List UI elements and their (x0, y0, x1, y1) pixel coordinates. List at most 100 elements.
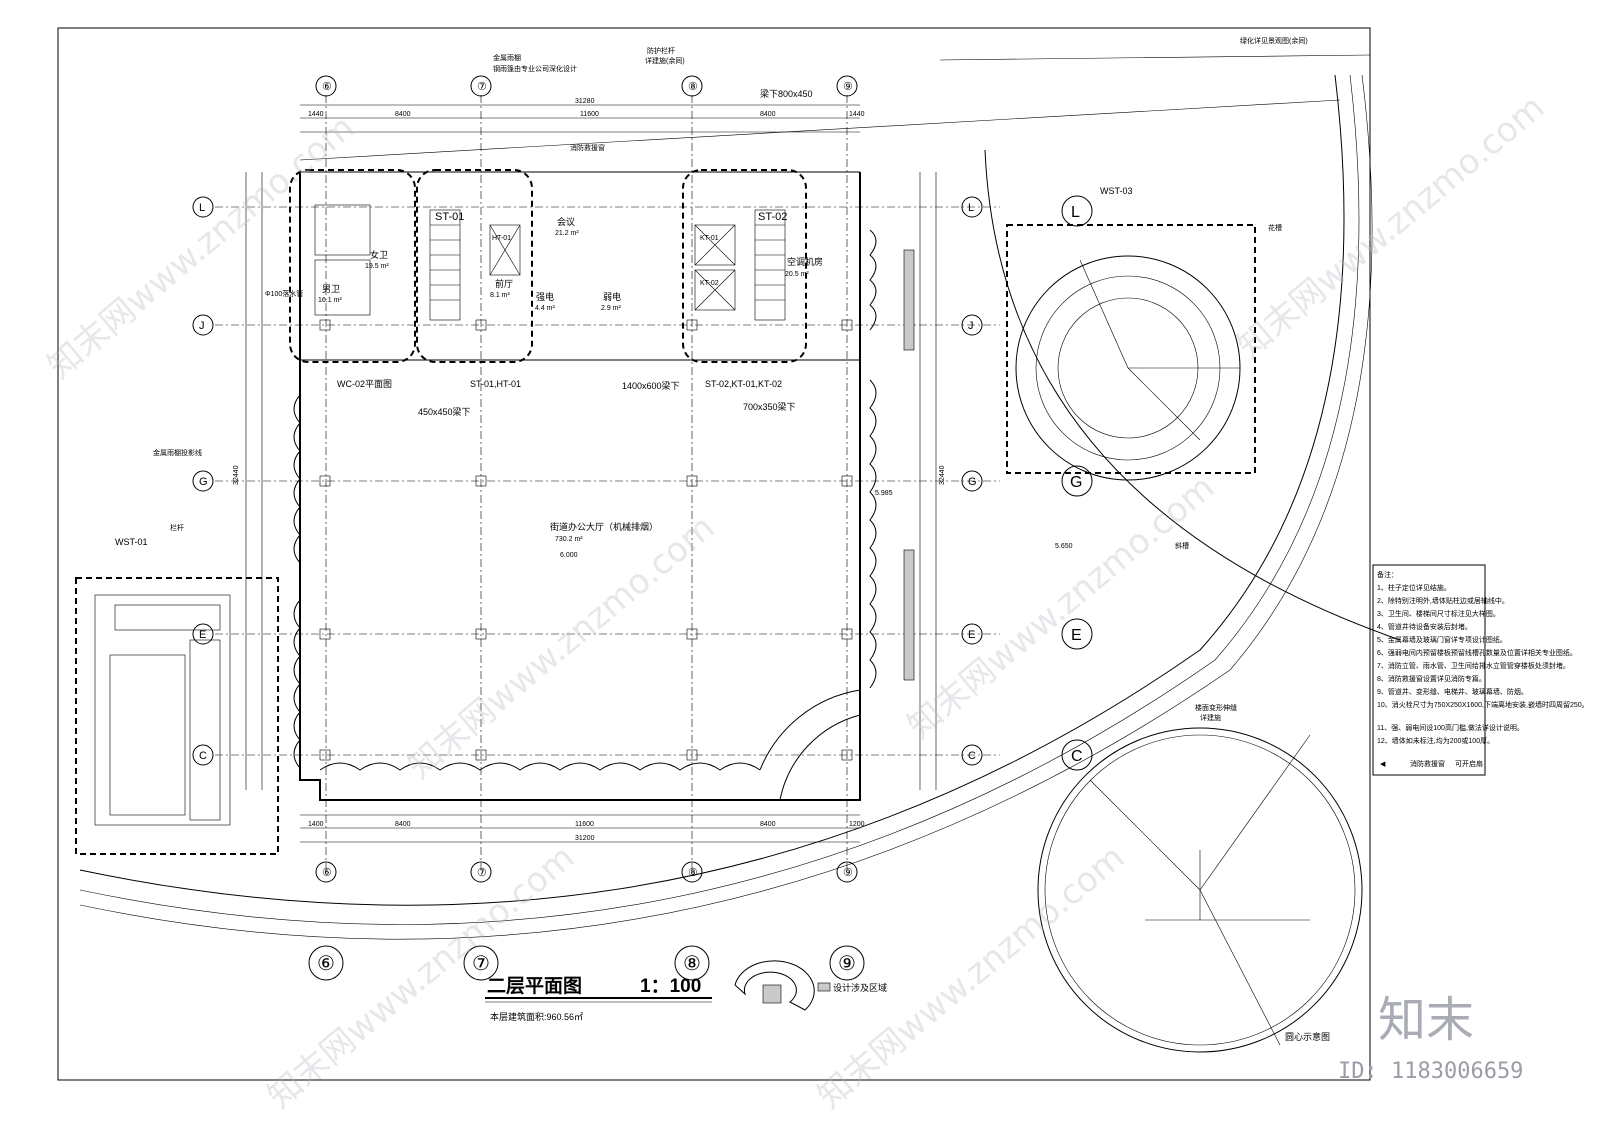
room-name: 街道办公大厅（机械排烟） (550, 521, 658, 532)
detail-tag: WST-03 (1100, 186, 1133, 196)
drawing-title: 二层平面图 (487, 975, 582, 997)
dim-bottom-overall: 31200 (575, 835, 595, 842)
stair-tag: HT-01 (492, 235, 511, 242)
room-area: 19.5 m² (365, 263, 389, 270)
annotation: 450x450梁下 (418, 406, 471, 417)
area-note: 本层建筑面积:960.56㎡ (490, 1011, 583, 1022)
circle-caption: 圆心示意图 (1285, 1031, 1330, 1042)
annotation: 消防救援窗 (570, 143, 605, 152)
drawing-scale: 1：100 (640, 976, 701, 997)
annotation: 楼面变形伸缝 (1195, 703, 1237, 712)
sheet-frame (57, 27, 1371, 1081)
watermark-text: 知末网www.znzmo.com (810, 837, 1132, 1116)
room-area: 21.2 m² (555, 230, 579, 237)
dim-left-overall: 32440 (233, 465, 240, 485)
stair-tag: ST-02 (758, 211, 787, 223)
notes-panel: 备注： 1、柱子定位详见结施。 2、除特别注明外,墙体贴柱边或居轴线中。 3、卫… (1372, 564, 1589, 776)
axis-label-L-far: L (1071, 204, 1080, 221)
stair-tag: ST-01 (435, 211, 464, 223)
image-id: ID: 1183006659 (1338, 1059, 1523, 1084)
axis-label-E-right: E (968, 629, 975, 641)
watermarks: 知末网www.znzmo.com 知末网www.znzmo.com 知末网www… (40, 87, 1552, 1116)
annotation: 详建施(余同) (645, 56, 685, 65)
dim-top-5: 1440 (849, 111, 865, 118)
axis-label-9-top: ⑨ (843, 81, 853, 93)
watermark-text: 知末网www.znzmo.com (400, 507, 722, 786)
room-area: 730.2 m² (555, 536, 583, 543)
room-name: 空调机房 (787, 256, 823, 267)
room-labels: 女卫 19.5 m² 男卫 16.1 m² 会议 21.2 m² 前厅 8.1 … (318, 216, 823, 543)
watermark-text: 知末网www.znzmo.com (900, 467, 1222, 746)
axis-label-8-top: ⑧ (688, 81, 698, 93)
dim-bottom-5: 1200 (849, 821, 865, 828)
dim-bottom-3: 11600 (575, 821, 594, 828)
axis-label-G-far: G (1070, 474, 1082, 491)
detail-tag: WC-02平面图 (337, 379, 392, 389)
room-name: 强电 (536, 291, 554, 302)
note-line: 9、管道井、变形缝、电梯井、玻璃幕墙、防烟。 (1377, 687, 1528, 696)
dim-bottom-2: 8400 (395, 821, 411, 828)
room-area: 20.5 m² (785, 271, 809, 278)
axis-label-8-large: ⑧ (683, 953, 701, 975)
note-line: 12、墙体如未标注,均为200或100厚。 (1377, 736, 1494, 745)
room-name: 弱电 (603, 291, 621, 302)
watermark-text: 知末网www.znzmo.com (40, 107, 362, 386)
dim-top-overall: 31280 (575, 98, 595, 105)
annotation: 金属雨棚 (493, 53, 521, 62)
annotation: 斜槽 (1175, 541, 1189, 550)
title-block: 二层平面图 1：100 本层建筑面积:960.56㎡ 设计涉及区域 圆心示意图 (485, 975, 1330, 1042)
axis-label-C-left: C (199, 750, 207, 762)
legend-symbol: ◀ (1380, 761, 1386, 768)
annotation: 700x350梁下 (743, 401, 796, 412)
annotation: 5.985 (875, 490, 893, 497)
axis-bubbles (192, 75, 1093, 981)
notes-title: 备注： (1377, 570, 1398, 579)
room-name: 前厅 (495, 278, 513, 289)
hatched-column-strip (903, 249, 915, 681)
stair-tag: KT-01 (700, 235, 719, 242)
annotation: 钢雨篷由专业公司深化设计 (493, 64, 577, 73)
stair-tags: ST-01 ST-02 HT-01 KT-01 KT-02 WST-01 WST… (115, 186, 1133, 547)
note-line: 6、强弱电间内预留楼板预留线槽孔数量及位置详相关专业图纸。 (1377, 648, 1577, 657)
axis-label-8-bottom: ⑧ (688, 867, 698, 879)
axis-label-6-large: ⑥ (317, 953, 335, 975)
annotation: 金属雨棚投影线 (153, 448, 202, 457)
note-line: 1、柱子定位详见结施。 (1377, 583, 1451, 592)
detail-tag: WST-01 (115, 537, 148, 547)
room-area: 4.4 m² (535, 305, 556, 312)
dim-bottom-1: 1400 (308, 821, 324, 828)
annotation: 花槽 (1268, 223, 1282, 232)
room-name: 会议 (557, 216, 575, 227)
dim-right-overall: 32440 (939, 465, 946, 485)
legend-note: 可开启扇 (1455, 759, 1483, 768)
room-area: 8.1 m² (490, 292, 511, 299)
note-line: 10、消火栓尺寸为750X250X1600,下端离地安装,嵌墙时四周留250。 (1377, 700, 1589, 709)
note-line: 4、管道井待设备安装后封堵。 (1377, 622, 1472, 631)
axis-label-G-right: G (968, 476, 977, 488)
axis-label-7-bottom: ⑦ (477, 867, 487, 879)
note-line: 11、强、弱电间设100高门槛,做法详设计说明。 (1377, 723, 1524, 732)
annotation: 防护栏杆 (647, 46, 675, 55)
brand-logo-text: 知末 (1378, 992, 1474, 1048)
axis-label-L-right: L (968, 202, 974, 214)
axis-label-J-right: J (968, 320, 974, 332)
dim-top-2: 8400 (395, 111, 411, 118)
dimension-texts: 31280 11600 31200 32440 32440 1440 8400 … (233, 98, 946, 842)
axis-label-E-far: E (1071, 627, 1082, 644)
stair-details (94, 204, 786, 826)
stair-tag: KT-02 (700, 280, 719, 287)
annotation: 1400x600梁下 (622, 380, 680, 391)
building-outline (293, 171, 877, 801)
axis-label-7-top: ⑦ (477, 81, 487, 93)
note-line: 5、金属幕墙及玻璃门窗详专项设计图纸。 (1377, 635, 1507, 644)
dim-top-1: 1440 (308, 111, 324, 118)
axis-label-C-right: C (968, 750, 976, 762)
annotations: 金属雨棚 钢雨篷由专业公司深化设计 防护栏杆 详建施(余同) 消防救援窗 梁下8… (153, 36, 1308, 722)
axis-label-9-bottom: ⑨ (843, 867, 853, 879)
note-line: 2、除特别注明外,墙体贴柱边或居轴线中。 (1377, 596, 1509, 605)
dimension-lines (245, 104, 937, 843)
note-line: 7、消防立管、雨水管、卫生间给排水立管管穿楼板处须封堵。 (1377, 661, 1570, 670)
axis-label-G-left: G (199, 476, 208, 488)
axis-label-7-large: ⑦ (472, 953, 490, 975)
